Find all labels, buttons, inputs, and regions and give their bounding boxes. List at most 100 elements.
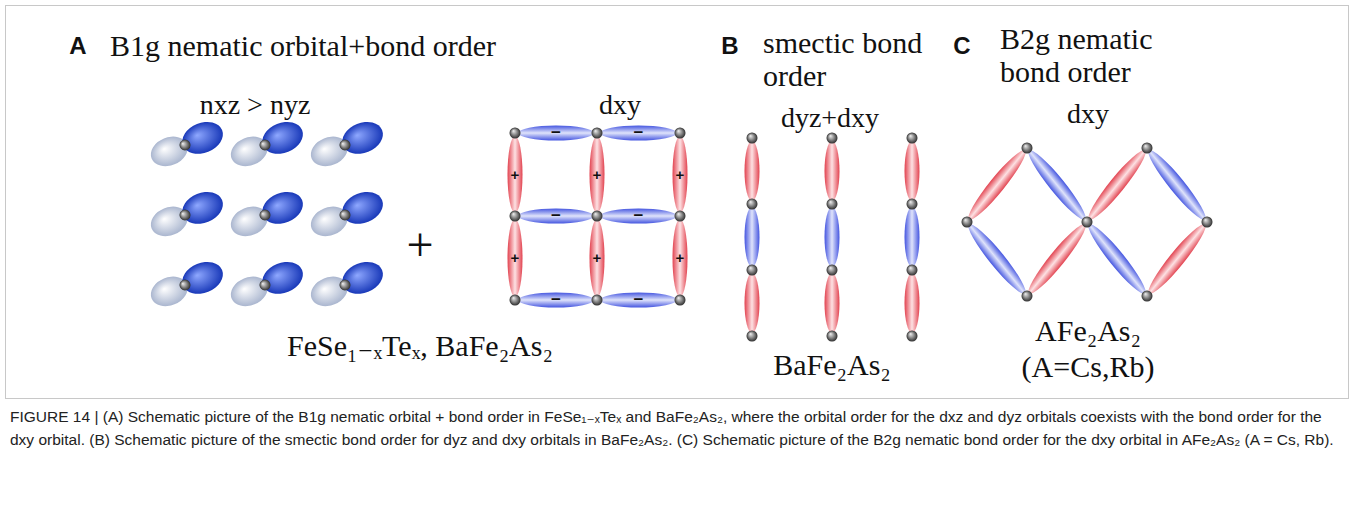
smectic-bond — [745, 273, 760, 333]
smectic-bond — [825, 207, 840, 267]
fe-atom — [907, 331, 918, 342]
fe-atom — [338, 278, 352, 292]
b2g-bond — [1083, 146, 1151, 225]
dxz-orbital — [146, 256, 228, 312]
dxz-orbital — [226, 116, 308, 172]
dxy-bond — [590, 136, 605, 213]
sign-label: − — [551, 291, 561, 310]
fe-atom — [510, 128, 521, 139]
dxz-orbital — [306, 256, 388, 312]
sign-label: + — [593, 250, 602, 267]
dxy-bond — [673, 219, 688, 297]
figure-caption: FIGURE 14 | (A) Schematic picture of the… — [10, 406, 1344, 452]
fe-atom — [258, 278, 272, 292]
sign-label: + — [676, 166, 685, 183]
material-label: (A=Cs,Rb) — [1022, 350, 1155, 383]
fe-atom — [1142, 143, 1153, 154]
fe-atom — [592, 211, 603, 222]
fe-atom — [1082, 217, 1093, 228]
material-label: BaFe₂As₂ — [773, 348, 891, 381]
dxz-orbital — [306, 116, 388, 172]
fe-atom — [258, 208, 272, 222]
fe-atom — [827, 133, 838, 144]
plus-symbol: + — [406, 219, 433, 272]
fe-atom — [178, 138, 192, 152]
dxy-bond — [508, 136, 523, 213]
fe-atom — [907, 133, 918, 144]
panel-letter: A — [69, 33, 86, 59]
fe-atom — [592, 295, 603, 306]
fe-atom — [338, 208, 352, 222]
orbital-lobe — [258, 116, 308, 160]
figure-frame — [6, 6, 1349, 399]
panel-title: B2g nematic bond order — [1000, 22, 1172, 88]
dxz-orbital — [306, 186, 388, 242]
smectic-bond — [905, 207, 920, 267]
fe-atom — [178, 208, 192, 222]
panel-letter: C — [953, 33, 970, 59]
dxy-bond — [590, 219, 605, 297]
orbital-lobe — [178, 256, 228, 300]
b2g-bond — [1143, 146, 1211, 225]
sign-label: − — [551, 207, 561, 226]
panel-letter: B — [721, 33, 738, 59]
orbital-lobe — [258, 256, 308, 300]
sign-label: + — [593, 166, 602, 183]
b2g-bond — [1083, 220, 1151, 299]
fe-atom — [747, 199, 758, 210]
fe-atom — [907, 199, 918, 210]
dxy-bond — [508, 219, 523, 297]
fe-atom — [510, 211, 521, 222]
smectic-bond — [905, 141, 920, 201]
sign-label: − — [634, 291, 644, 310]
fe-atom — [178, 278, 192, 292]
dxy-bond — [673, 136, 688, 213]
dxz-orbital — [226, 186, 308, 242]
orbital-lobe — [258, 186, 308, 230]
material-label: AFe₂As₂ — [1035, 314, 1141, 347]
orbital-lobe — [338, 256, 388, 300]
fe-atom — [592, 128, 603, 139]
fe-atom — [1202, 217, 1213, 228]
panel-title: smectic bond order — [763, 26, 941, 92]
fe-atom — [827, 265, 838, 276]
orbital-lobe — [338, 116, 388, 160]
fe-atom — [1022, 143, 1033, 154]
dxz-orbital — [146, 186, 228, 242]
fe-atom — [747, 133, 758, 144]
smectic-bond — [825, 273, 840, 333]
smectic-bond — [905, 273, 920, 333]
orbital-lobe — [338, 186, 388, 230]
fe-atom — [747, 265, 758, 276]
fe-atom — [747, 331, 758, 342]
sign-label: + — [511, 166, 520, 183]
panel-title: B1g nematic orbital+bond order — [110, 29, 496, 62]
orbital-label: dxy — [599, 90, 641, 121]
orbital-label: dyz+dxy — [781, 103, 879, 134]
b2g-bond — [1023, 220, 1091, 299]
orbital-label: nxz > nyz — [200, 90, 311, 121]
fe-atom — [338, 138, 352, 152]
fe-atom — [510, 295, 521, 306]
fe-atom — [1142, 291, 1153, 302]
material-label: FeSe₁₋ₓTeₓ, BaFe₂As₂ — [287, 329, 553, 362]
b2g-bond — [963, 146, 1031, 225]
fe-atom — [675, 128, 686, 139]
fe-atom — [258, 138, 272, 152]
smectic-bond — [825, 141, 840, 201]
fe-atom — [675, 211, 686, 222]
fe-atom — [1022, 291, 1033, 302]
orbital-lobe — [178, 186, 228, 230]
smectic-bond — [745, 141, 760, 201]
fe-atom — [962, 217, 973, 228]
b2g-bond — [963, 220, 1031, 299]
sign-label: − — [551, 124, 561, 143]
fe-atom — [827, 331, 838, 342]
dxz-orbital — [226, 256, 308, 312]
b2g-bond — [1143, 220, 1211, 299]
sign-label: − — [634, 207, 644, 226]
dxz-orbital — [146, 116, 228, 172]
sign-label: + — [511, 250, 520, 267]
b2g-bond — [1023, 146, 1091, 225]
